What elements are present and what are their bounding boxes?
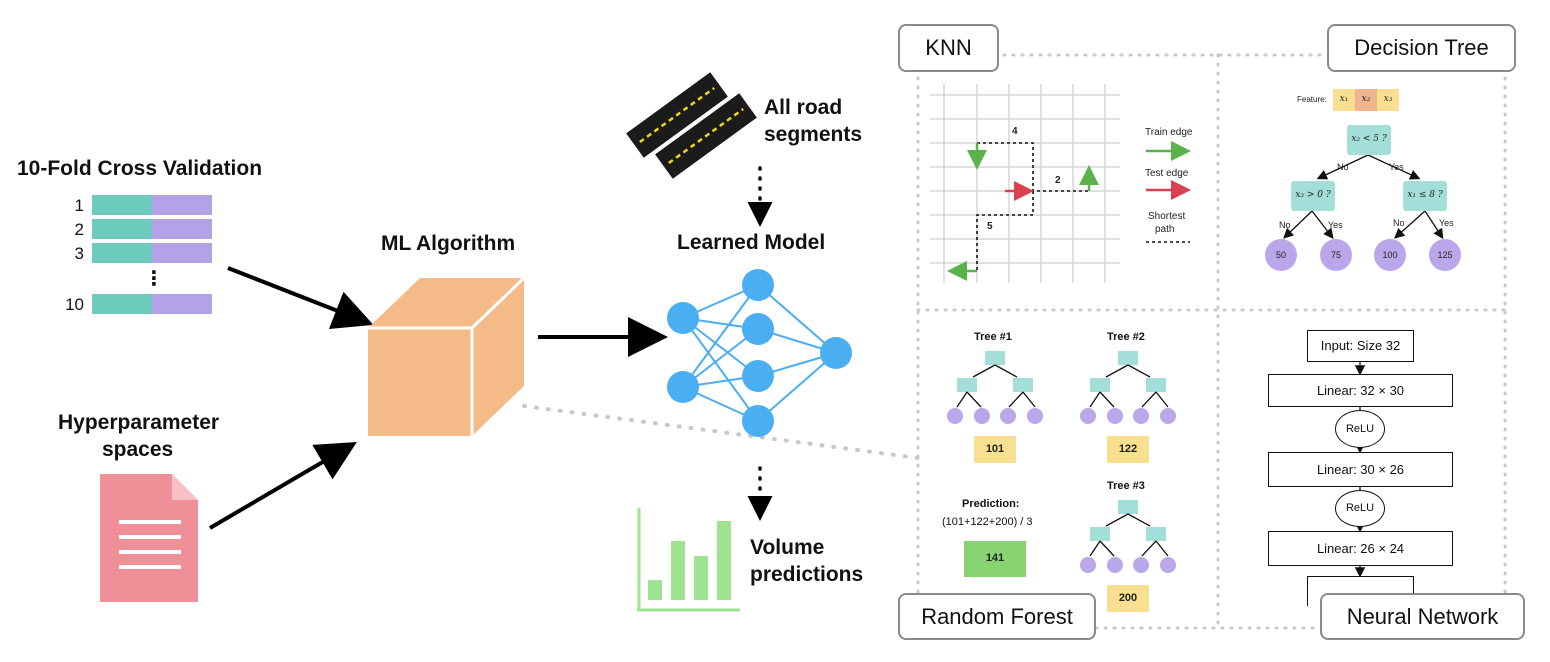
decision-tree-nodes <box>1265 89 1461 271</box>
road-segments-icon <box>626 72 757 179</box>
rf-prediction-formula: (101+122+200) / 3 <box>942 516 1033 528</box>
dt-leaf-100: 100 <box>1382 250 1398 260</box>
fold-ellipsis: ⋮ <box>144 268 164 290</box>
rf-tree2-title: Tree #2 <box>1107 331 1145 343</box>
fold-bar <box>92 219 212 239</box>
knn-distance-5: 5 <box>987 221 993 232</box>
rf-tree1-value: 101 <box>985 443 1005 455</box>
learned-model-title: Learned Model <box>677 231 826 254</box>
cv-to-algorithm-arrow <box>227 266 374 329</box>
hyperparameter-title-line2: spaces <box>102 438 174 461</box>
feature-x3: x₃ <box>1383 94 1393 104</box>
dt-yes-label: Yes <box>1328 220 1343 230</box>
dt-left-node: x₃ > 0 ? <box>1295 190 1331 200</box>
fold-label-3: 3 <box>74 244 84 263</box>
random-forest-trees <box>947 351 1176 612</box>
dt-no-label: No <box>1279 220 1291 230</box>
knn-legend-shortest: Shortest <box>1148 211 1186 222</box>
nn-input-layer: Input: Size 32 <box>1307 330 1414 362</box>
dt-yes-label: Yes <box>1439 218 1454 228</box>
dt-no-label: No <box>1337 162 1349 172</box>
feature-x2: x₂ <box>1361 94 1371 104</box>
hyperparameter-document-icon <box>100 474 198 602</box>
dt-leaf-125: 125 <box>1437 250 1453 260</box>
knn-distance-4: 4 <box>1012 126 1018 137</box>
rf-prediction-label: Prediction: <box>962 498 1020 510</box>
volume-line1: Volume <box>750 536 825 559</box>
nn-linear-1: Linear: 32 × 30 <box>1268 374 1453 407</box>
knn-tag: KNN <box>898 24 999 72</box>
dt-leaf-75: 75 <box>1330 250 1341 260</box>
rf-tree1-title: Tree #1 <box>974 331 1012 343</box>
volume-line2: predictions <box>750 563 864 586</box>
road-segments-line2: segments <box>764 123 863 146</box>
nn-linear-3: Linear: 26 × 24 <box>1268 531 1453 566</box>
feature-x1: x₁ <box>1339 94 1349 104</box>
dt-leaf-50: 50 <box>1275 250 1286 260</box>
rf-tree2-value: 122 <box>1118 443 1138 455</box>
knn-paths <box>947 141 1191 281</box>
road-segments-line1: All road <box>764 96 843 119</box>
decision-tree-tag: Decision Tree <box>1327 24 1516 72</box>
dt-root-node: x₂ < 5 ? <box>1351 134 1387 144</box>
nn-relu-1: ReLU <box>1335 410 1385 448</box>
rf-prediction-value: 141 <box>985 552 1005 564</box>
rf-tree3-title: Tree #3 <box>1107 480 1145 492</box>
feature-label: Feature: <box>1297 95 1327 104</box>
fold-label-10: 10 <box>65 295 84 314</box>
nn-linear-2: Linear: 30 × 26 <box>1268 452 1453 487</box>
hyper-to-algorithm-arrow <box>208 441 357 530</box>
dt-no-label: No <box>1393 218 1405 228</box>
ml-algorithm-cube <box>368 276 526 436</box>
nn-relu-2: ReLU <box>1335 490 1385 527</box>
knn-legend-train: Train edge <box>1145 127 1193 138</box>
fold-bar <box>92 243 212 263</box>
fold-bar <box>92 294 212 314</box>
dt-right-node: x₁ ≤ 8 ? <box>1407 190 1443 200</box>
knn-legend-test: Test edge <box>1145 168 1189 179</box>
cv-title: 10-Fold Cross Validation <box>17 157 263 180</box>
rf-tree3-value: 200 <box>1118 592 1138 604</box>
decision-tree-edges <box>1283 154 1444 240</box>
learned-model-network <box>667 269 852 437</box>
hyperparameter-title-line1: Hyperparameter <box>58 411 220 434</box>
ml-algorithm-title: ML Algorithm <box>381 232 516 255</box>
random-forest-tag: Random Forest <box>898 593 1096 640</box>
fold-label-2: 2 <box>74 220 84 239</box>
fold-bar <box>92 195 212 215</box>
fold-label-1: 1 <box>74 196 84 215</box>
dt-yes-label: Yes <box>1389 162 1404 172</box>
volume-bar-chart-icon <box>637 508 740 612</box>
knn-grid <box>930 84 1120 283</box>
knn-distance-2: 2 <box>1055 175 1061 186</box>
knn-legend-path: path <box>1155 224 1175 235</box>
neural-network-tag: Neural Network <box>1320 593 1525 640</box>
